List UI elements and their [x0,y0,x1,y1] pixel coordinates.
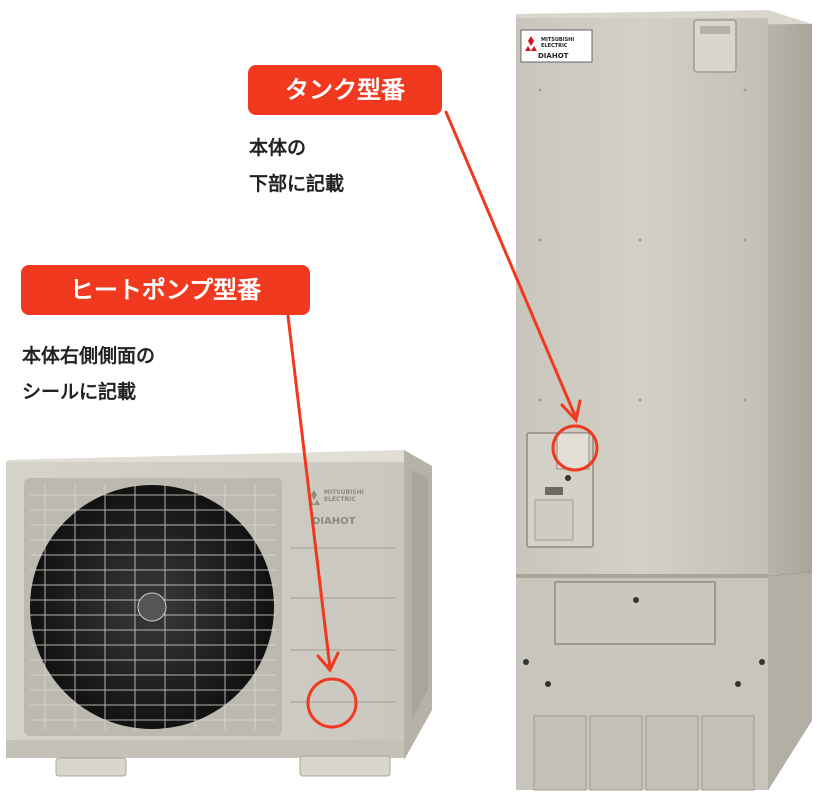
heat-pump-model-tag-label: ヒートポンプ型番 [69,276,262,304]
tank-arrow [444,110,582,424]
tank-note-line2: 下部に記載 [249,173,345,195]
heat-pump-unit: MITSUBISHI ELECTRIC DIAHOT [6,450,432,777]
tank-brand-label: MITSUBISHI ELECTRIC DIAHOT [520,29,593,63]
tank-unit: MITSUBISHI ELECTRIC DIAHOT [516,10,812,791]
heat-pump-model-note: 本体右側側面の シールに記載 [22,338,155,410]
heat-pump-model-tag: ヒートポンプ型番 [21,265,310,315]
tank-model-note: 本体の 下部に記載 [249,130,344,202]
heat-pump-model-location-marker [306,677,358,729]
tank-model-tag: タンク型番 [248,65,442,115]
tank-screws [538,88,747,402]
tank-product-name: DIAHOT [538,52,569,60]
heat-pump-brand-line2: ELECTRIC [324,496,356,503]
tank-lower-cover [554,581,716,645]
heat-pump-note-line1: 本体右側側面の [22,345,156,367]
heat-pump-arrow [286,314,340,673]
tank-side-face [768,14,812,740]
tank-model-label [556,432,590,470]
tank-model-location-marker [551,424,599,472]
tank-model-tag-label: タンク型番 [285,76,405,104]
mitsubishi-logo-icon [525,36,537,51]
heat-pump-product-name: DIAHOT [312,516,356,527]
tank-bottom-grille [533,715,755,791]
tank-brand-line2: ELECTRIC [541,43,568,49]
heat-pump-brand-line1: MITSUBISHI [324,489,364,496]
fan-grille [24,478,282,736]
tank-note-line1: 本体の [249,137,307,159]
tank-brand-line1: MITSUBISHI [541,37,574,43]
heat-pump-note-line2: シールに記載 [22,381,137,403]
